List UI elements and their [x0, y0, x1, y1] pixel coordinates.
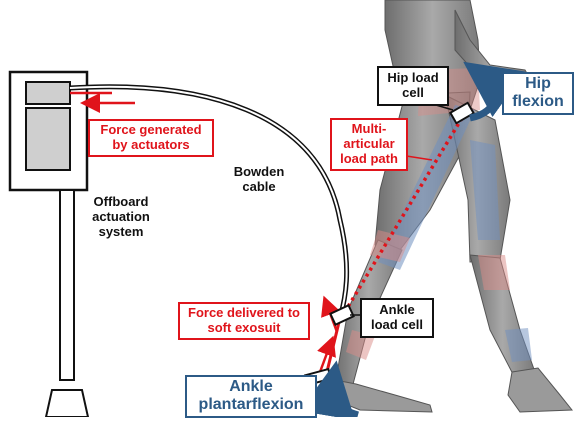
bowden-cable-label: Bowden cable [228, 165, 290, 195]
force-generated-label: Force generated by actuators [88, 119, 214, 157]
actuation-unit [10, 72, 88, 417]
force-delivered-label: Force delivered to soft exosuit [178, 302, 310, 340]
hip-load-cell-label: Hip load cell [377, 66, 449, 106]
stand-pole [60, 190, 74, 380]
offboard-actuation-label: Offboard actuation system [82, 195, 160, 240]
human-figure [330, 0, 572, 412]
multi-articular-label: Multi-articular load path [330, 118, 408, 171]
stand-base [46, 390, 88, 417]
hip-flexion-label: Hip flexion [502, 72, 574, 115]
front-foot-shape [508, 368, 572, 412]
ankle-plantarflexion-label: Ankle plantarflexion [185, 375, 317, 418]
ankle-load-cell-label: Ankle load cell [360, 298, 434, 338]
actuator-top-block [26, 82, 70, 104]
actuator-bottom-block [26, 108, 70, 170]
